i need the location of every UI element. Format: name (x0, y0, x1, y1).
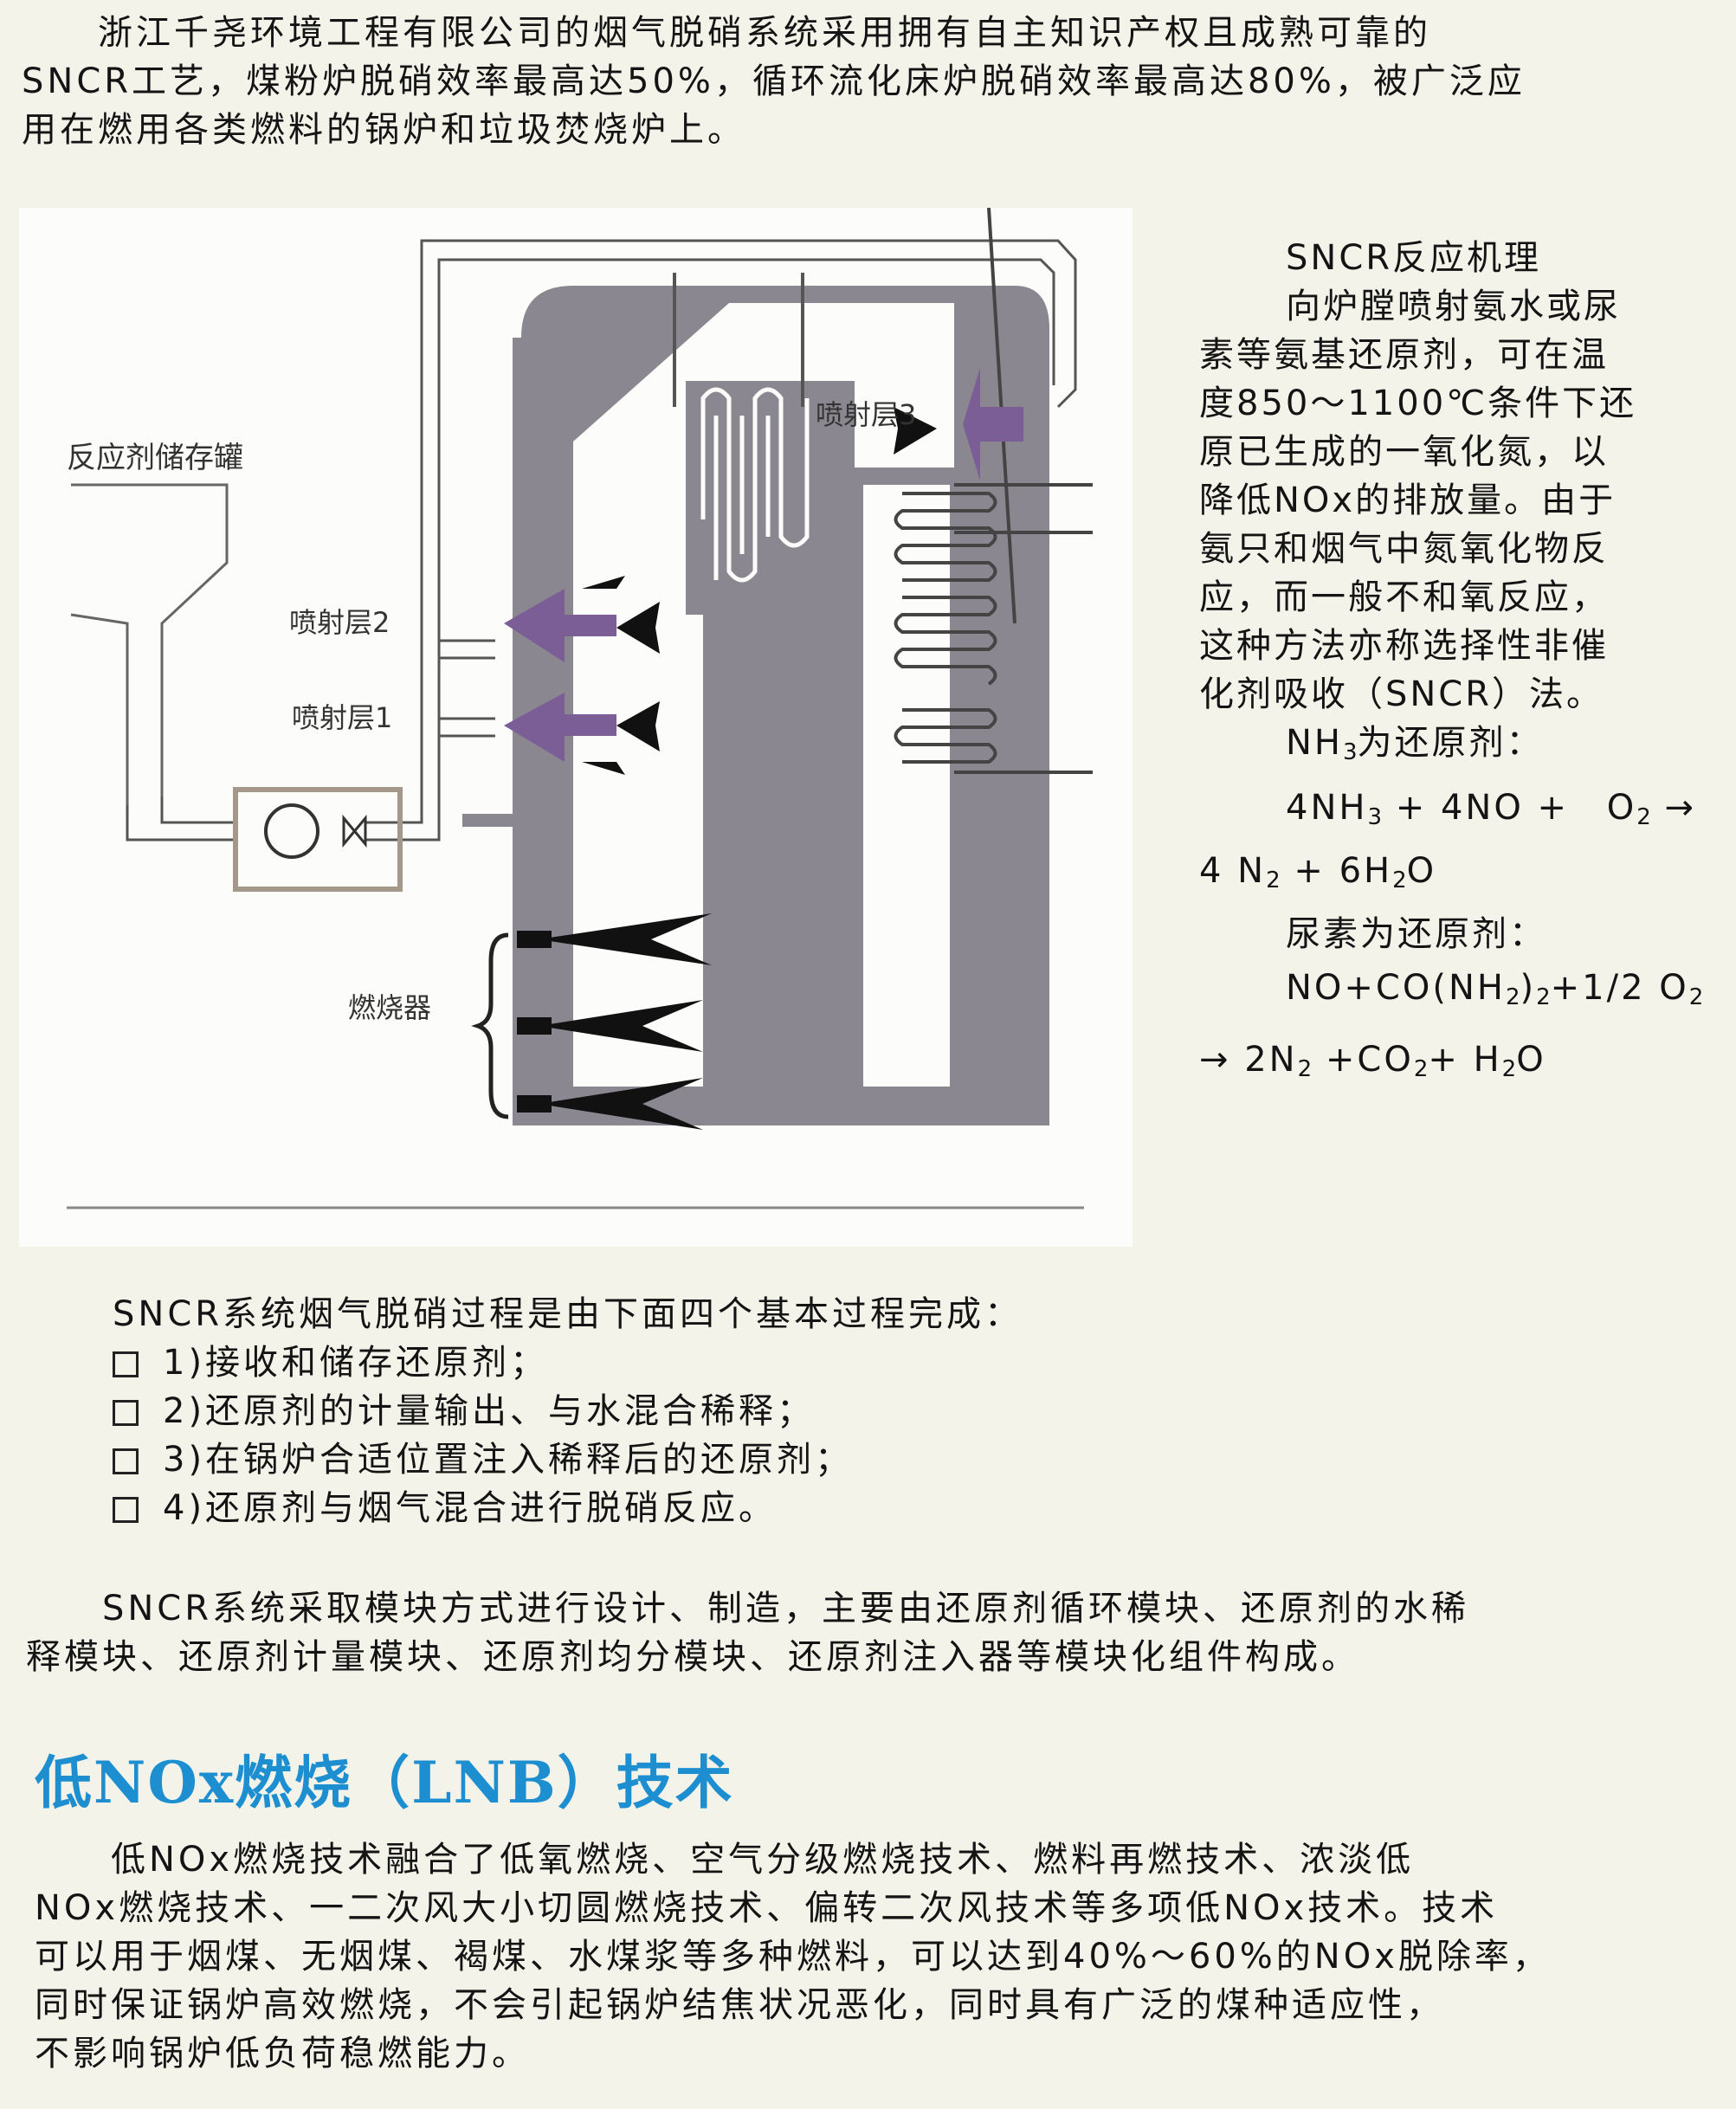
checkbox-icon (113, 1400, 139, 1426)
checkbox-icon (113, 1351, 139, 1377)
intro-line: 浙江千尧环境工程有限公司的烟气脱硝系统采用拥有自主知识产权且成熟可靠的 (22, 13, 1431, 53)
injection-arrow-1 (504, 693, 616, 762)
mechanism-line: 原已生成的一氧化氮，以 (1199, 432, 1609, 472)
mechanism-line: 这种方法亦称选择性非催 (1199, 626, 1609, 666)
mechanism-line: 应，而一般不和氧反应， (1199, 577, 1609, 617)
lnb-line: 低NOx燃烧技术融合了低氧燃烧、空气分级燃烧技术、燃料再燃技术、浓淡低 (35, 1840, 1415, 1880)
steps-intro: SNCR系统烟气脱硝过程是由下面四个基本过程完成： (113, 1294, 1023, 1334)
nh3-reductant-label: NH3为还原剂： (1286, 723, 1544, 765)
mechanism-line: 化剂吸收（SNCR）法。 (1199, 674, 1604, 714)
heat-exchanger-coils (700, 387, 810, 583)
injection-arrow-3 (963, 368, 1023, 480)
heat-exchanger-coils-right (894, 208, 1093, 774)
lnb-line: NOx燃烧技术、一二次风大小切圆燃烧技术、偏转二次风技术等多项低NOx技术。技术 (35, 1888, 1499, 1928)
nh3-equation-part2: 4 N2 + 6H2O (1199, 851, 1437, 893)
nh3-equation-part1: 4NH3 + 4NO + O2 → (1286, 788, 1697, 830)
process-steps: SNCR系统烟气脱硝过程是由下面四个基本过程完成： 1)接收和储存还原剂； 2)… (113, 1290, 1023, 1532)
burner-label: 燃烧器 (348, 991, 431, 1024)
burner-flames (517, 913, 712, 1130)
layer1-label: 喷射层1 (292, 701, 392, 734)
reagent-tank (70, 483, 229, 805)
tank-label: 反应剂储存罐 (67, 441, 243, 475)
urea-reductant-label: 尿素为还原剂： (1286, 914, 1546, 954)
mechanism-line: 向炉膛喷射氨水或尿 (1286, 287, 1621, 326)
modules-line: SNCR系统采取模块方式进行设计、制造，主要由还原剂循环模块、还原剂的水稀 (26, 1589, 1470, 1629)
checkbox-icon (113, 1497, 139, 1523)
modules-line: 释模块、还原剂计量模块、还原剂均分模块、还原剂注入器等模块化组件构成。 (26, 1637, 1359, 1677)
spray-cones (582, 407, 937, 775)
intro-paragraph: 浙江千尧环境工程有限公司的烟气脱硝系统采用拥有自主知识产权且成熟可靠的 SNCR… (22, 9, 1526, 154)
sncr-mechanism-text: SNCR反应机理 向炉膛喷射氨水或尿 素等氨基还原剂，可在温 度850～1100… (1199, 234, 1703, 1093)
sncr-boiler-diagram: 反应剂储存罐 (67, 208, 1093, 1209)
lnb-paragraph: 低NOx燃烧技术融合了低氧燃烧、空气分级燃烧技术、燃料再燃技术、浓淡低 NOx燃… (35, 1835, 1551, 2078)
intro-line: 用在燃用各类燃料的锅炉和垃圾焚烧炉上。 (22, 110, 745, 150)
sncr-diagram-panel: 反应剂储存罐 (19, 208, 1133, 1247)
step-item: 1)接收和储存还原剂； (113, 1338, 1023, 1387)
mechanism-title: SNCR反应机理 (1286, 238, 1542, 278)
urea-equation-part1: NO+CO(NH2)2+1/2 O2 (1286, 968, 1704, 1010)
mechanism-line: 度850～1100℃条件下还 (1199, 384, 1637, 423)
layer3-label: 喷射层3 (816, 398, 916, 431)
step-item: 3)在锅炉合适位置注入稀释后的还原剂； (113, 1435, 1023, 1484)
lnb-heading: 低NOx燃烧（LNB）技术 (35, 1749, 734, 1816)
lnb-line: 不影响锅炉低负荷稳燃能力。 (35, 2034, 530, 2074)
layer2-label: 喷射层2 (289, 606, 390, 639)
burner-brace (471, 932, 509, 1119)
mechanism-line: 氨只和烟气中氮氧化物反 (1199, 529, 1609, 569)
lnb-line: 同时保证锅炉高效燃烧，不会引起锅炉结焦状况恶化，同时具有广泛的煤种适应性， (35, 1985, 1444, 2025)
injection-arrow-2 (504, 589, 616, 662)
mechanism-line: 素等氨基还原剂，可在温 (1199, 335, 1609, 375)
intro-line: SNCR工艺，煤粉炉脱硝效率最高达50%，循环流化床炉脱硝效率最高达80%，被广… (22, 61, 1526, 101)
step-item: 4)还原剂与烟气混合进行脱硝反应。 (113, 1484, 1023, 1532)
riser-pipes (673, 273, 804, 407)
checkbox-icon (113, 1448, 139, 1474)
step-item: 2)还原剂的计量输出、与水混合稀释； (113, 1387, 1023, 1435)
lnb-line: 可以用于烟煤、无烟煤、褐煤、水煤浆等多种燃料，可以达到40%～60%的NOx脱除… (35, 1937, 1551, 1977)
metering-pump (233, 787, 403, 892)
mechanism-line: 降低NOx的排放量。由于 (1199, 480, 1617, 520)
modules-paragraph: SNCR系统采取模块方式进行设计、制造，主要由还原剂循环模块、还原剂的水稀 释模… (26, 1584, 1469, 1681)
urea-equation-part2: → 2N2 +CO2+ H2O (1199, 1040, 1546, 1082)
